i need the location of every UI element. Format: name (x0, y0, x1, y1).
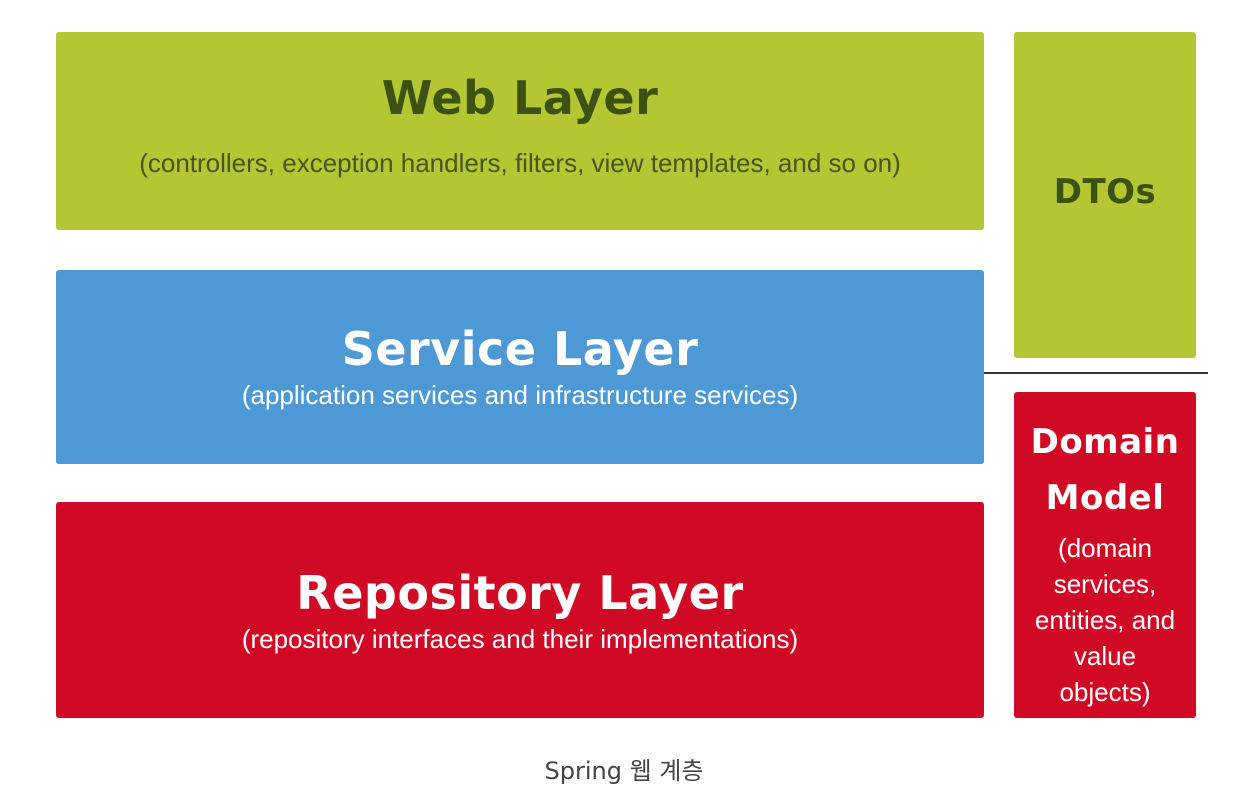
dtos-box: DTOs (1014, 32, 1196, 358)
separator-line (984, 372, 1208, 374)
repository-layer-title: Repository Layer (296, 566, 744, 620)
service-layer-subtitle: (application services and infrastructure… (241, 380, 799, 410)
diagram-caption: Spring 웹 계층 (544, 757, 704, 785)
web-layer-title: Web Layer (381, 71, 659, 125)
service-layer-box: Service Layer (application services and … (56, 270, 984, 464)
repository-layer-box: Repository Layer (repository interfaces … (56, 502, 984, 718)
domain-model-subtitle: (domain services, entities, and value ob… (1034, 533, 1176, 707)
domain-model-box: Domain Model (domain services, entities,… (1014, 392, 1196, 718)
service-layer-title: Service Layer (341, 322, 699, 376)
dtos-title: DTOs (1053, 172, 1157, 212)
web-layer-box: Web Layer (controllers, exception handle… (56, 32, 984, 230)
domain-model-title: Domain Model (1030, 422, 1180, 518)
web-layer-subtitle: (controllers, exception handlers, filter… (139, 148, 901, 178)
repository-layer-subtitle: (repository interfaces and their impleme… (241, 624, 799, 654)
